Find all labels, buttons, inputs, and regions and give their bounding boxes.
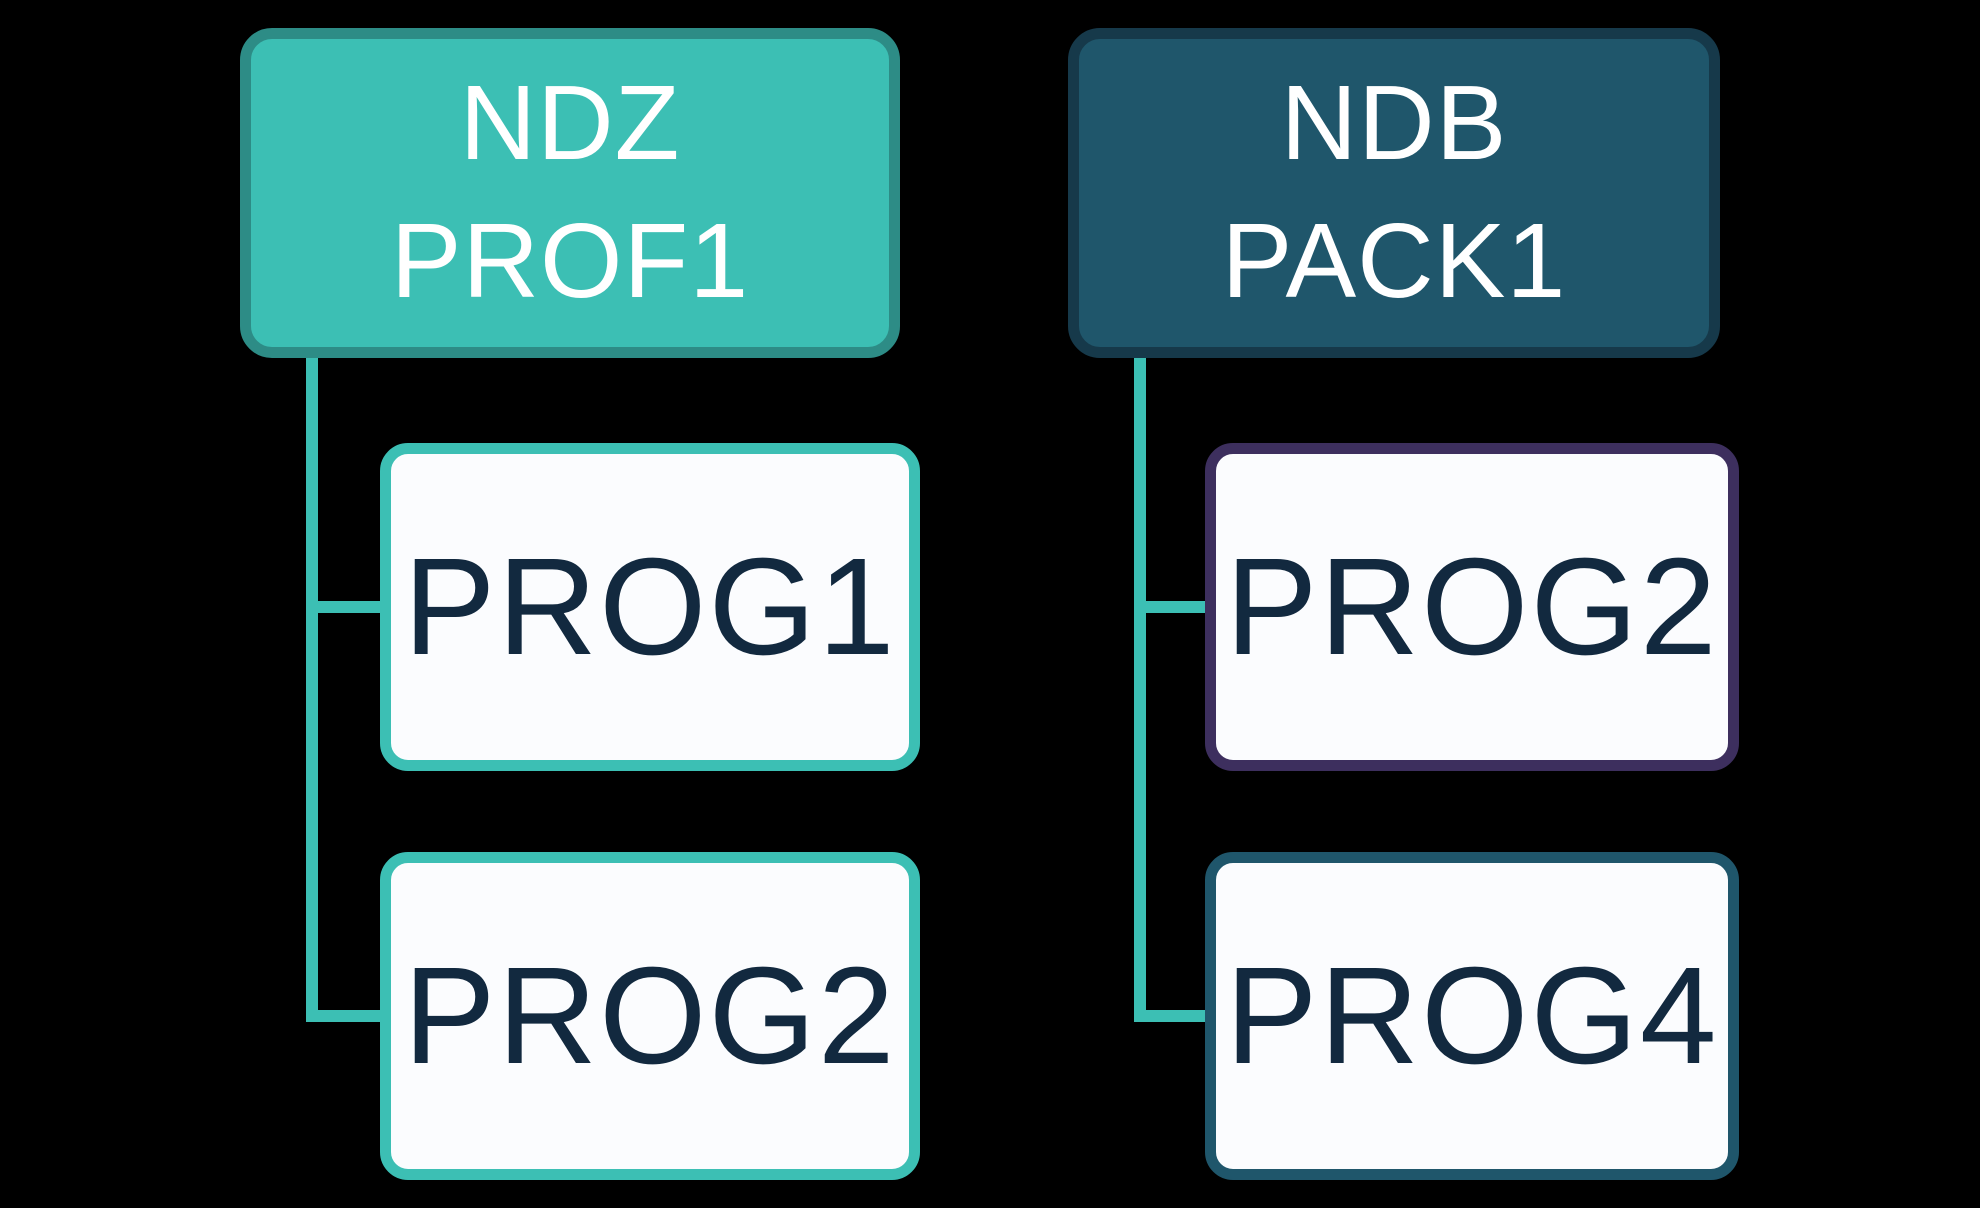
child-node-prog2-left: PROG2 [380, 852, 920, 1180]
child-node-label: PROG4 [1225, 938, 1719, 1093]
parent-node-ndb-pack1: NDB PACK1 [1068, 28, 1720, 358]
connector-right-vertical [1134, 358, 1146, 1022]
connector-left-to-prog1 [306, 601, 388, 613]
connector-right-to-prog2 [1134, 601, 1214, 613]
parent-node-label-line: PACK1 [1221, 202, 1567, 320]
parent-node-ndz-prof1: NDZ PROF1 [240, 28, 900, 358]
child-node-prog2-right: PROG2 [1205, 443, 1739, 771]
parent-node-label-line: NDZ [459, 64, 681, 183]
connector-left-to-prog2 [306, 1010, 388, 1022]
parent-node-label-line: PROF1 [390, 202, 750, 320]
child-node-prog1: PROG1 [380, 443, 920, 771]
child-node-label: PROG1 [403, 529, 897, 684]
child-node-label: PROG2 [1225, 529, 1719, 684]
parent-node-label-line: NDB [1280, 64, 1508, 183]
connector-left-vertical [306, 358, 318, 1022]
child-node-label: PROG2 [403, 938, 897, 1093]
child-node-prog4: PROG4 [1205, 852, 1739, 1180]
connector-right-to-prog4 [1134, 1010, 1214, 1022]
